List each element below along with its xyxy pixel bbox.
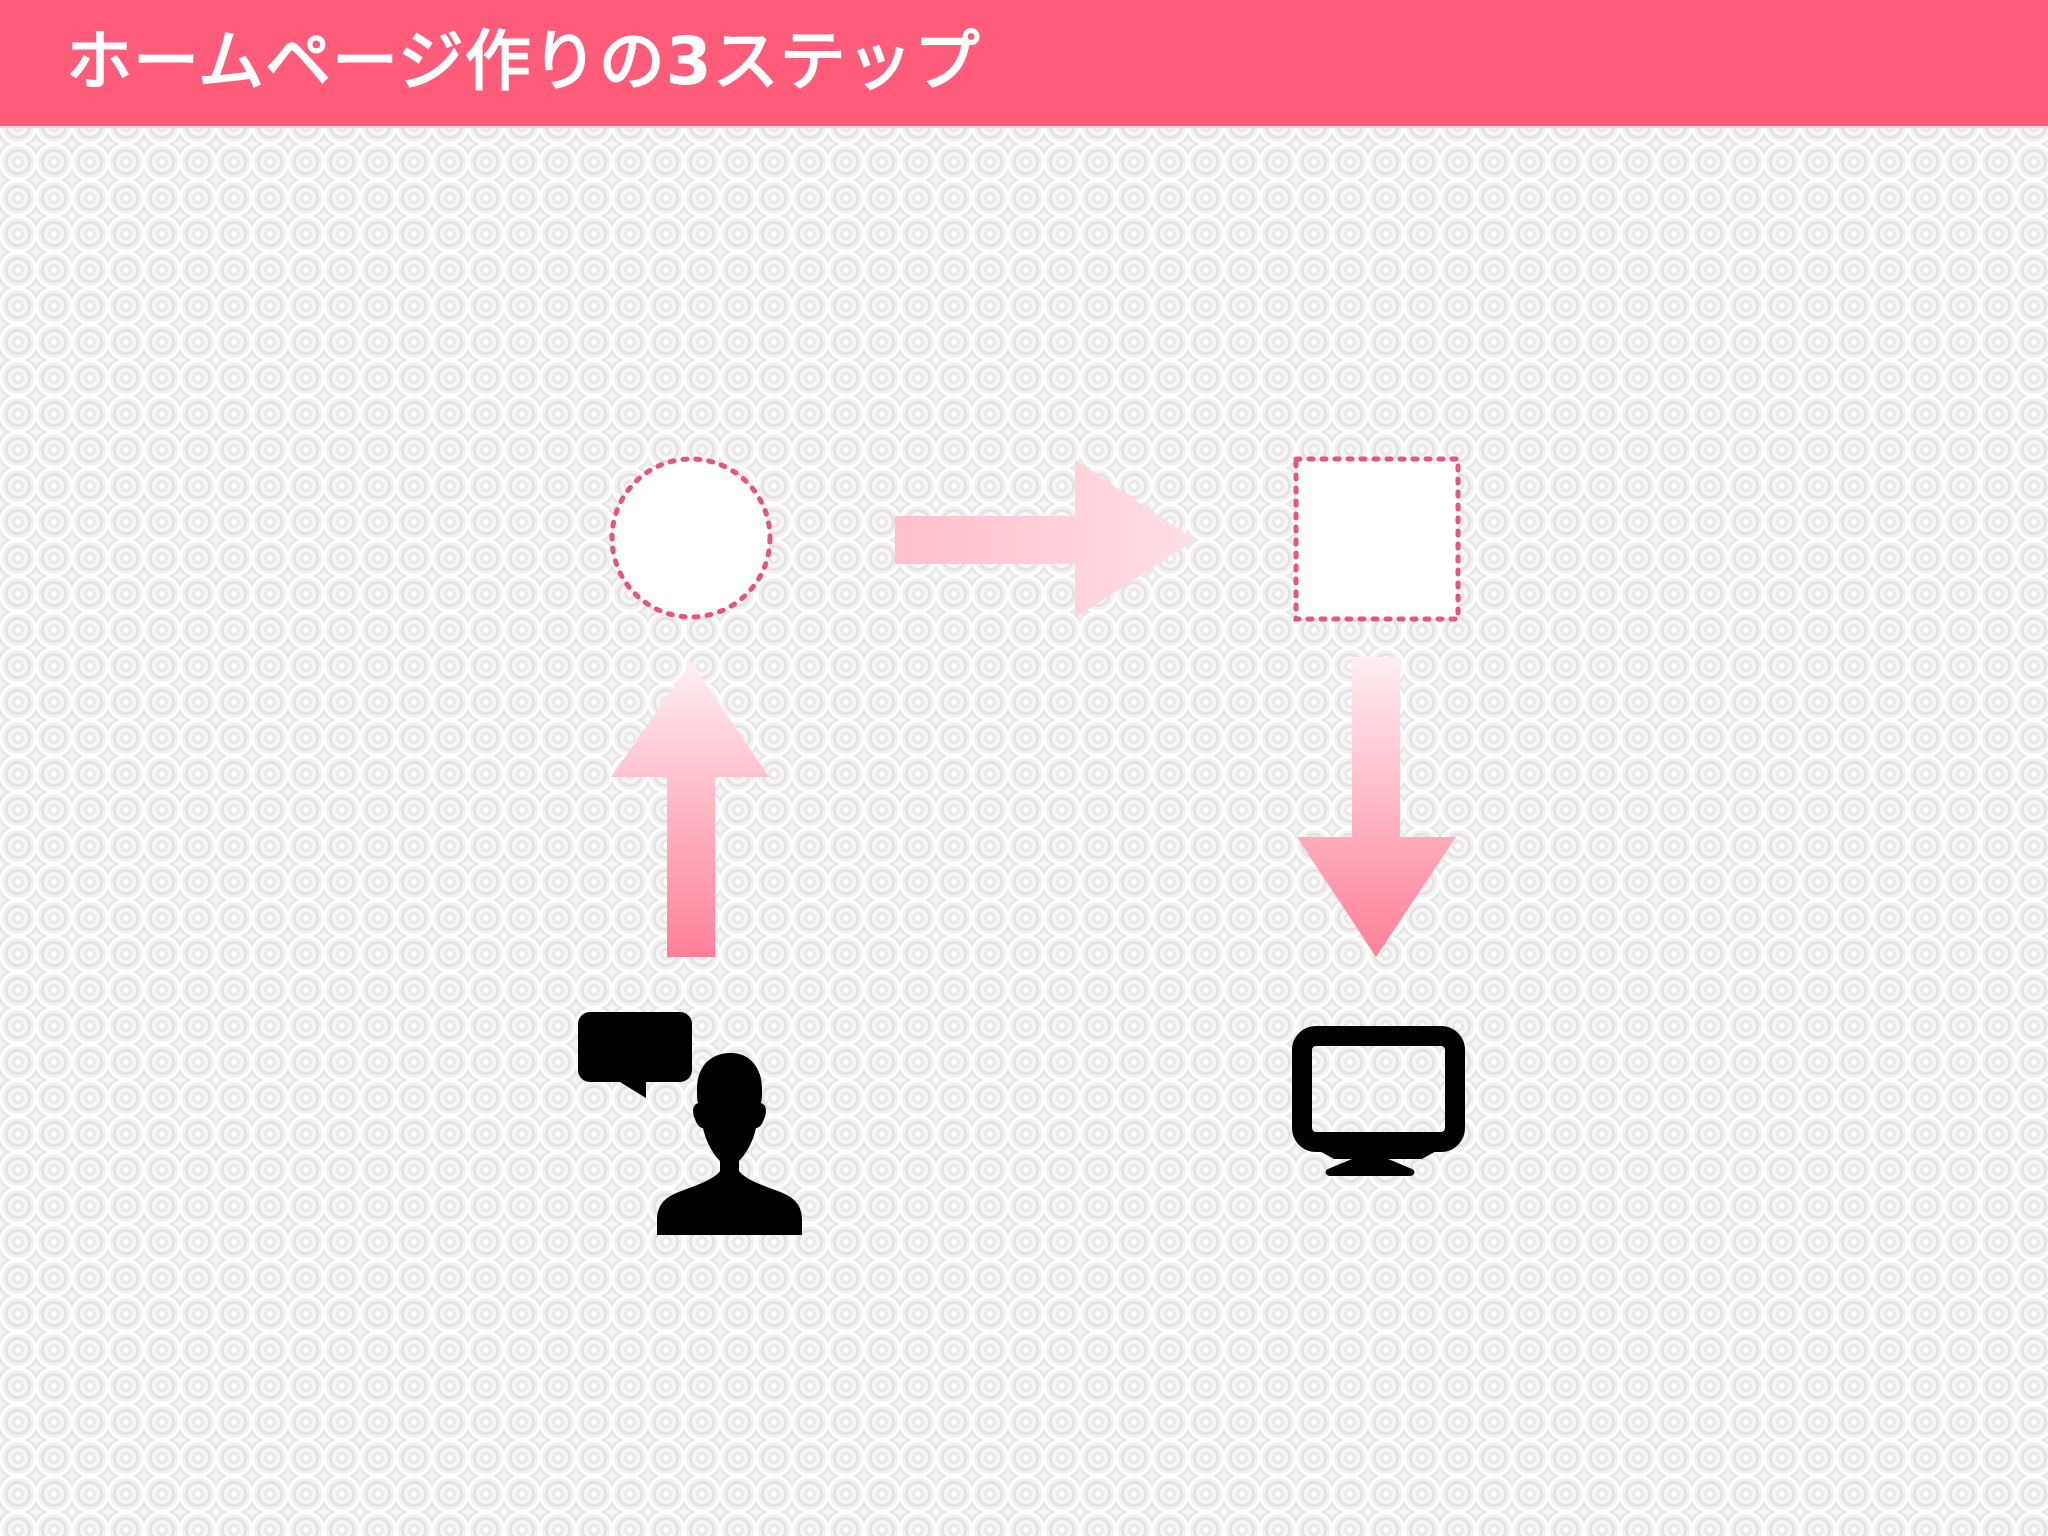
speech-bubble-person-icon — [578, 1012, 802, 1235]
arrow-right — [895, 460, 1195, 618]
slide-title: ホームページ作りの3ステップ — [66, 23, 981, 100]
step-square-node — [1293, 456, 1461, 622]
step-circle-node — [609, 456, 773, 620]
slide-header: ホームページ作りの3ステップ — [0, 0, 2048, 128]
person-silhouette-icon — [657, 1053, 802, 1235]
monitor-icon — [1292, 1026, 1465, 1176]
monitor-screen — [1292, 1026, 1465, 1152]
monitor-stand — [1318, 1150, 1438, 1176]
speech-bubble-icon — [578, 1012, 692, 1098]
arrow-down — [1297, 657, 1456, 957]
arrow-up — [611, 662, 769, 957]
